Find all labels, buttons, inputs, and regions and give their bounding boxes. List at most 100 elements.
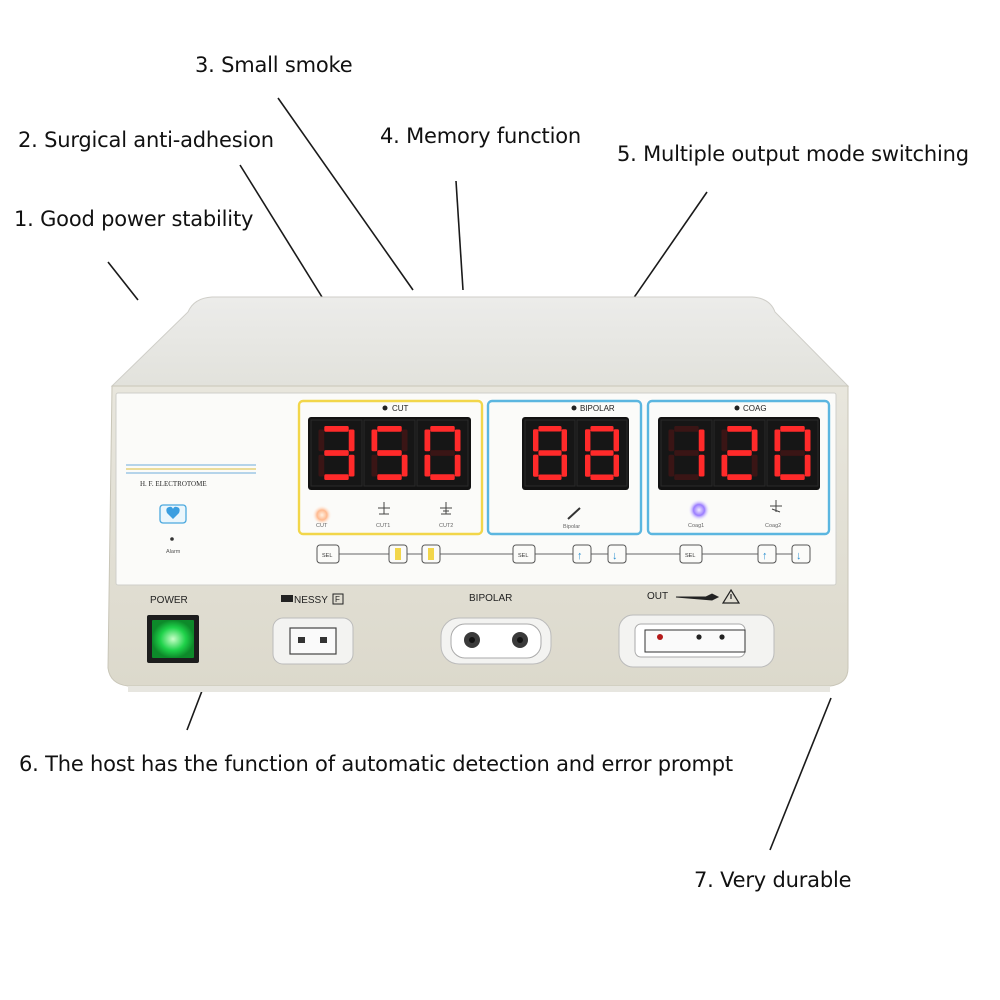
segment-d — [590, 474, 614, 480]
coag-title: COAG — [743, 404, 767, 413]
bipolar-up-button[interactable]: ↑ — [572, 544, 592, 564]
segment-f — [668, 429, 675, 452]
callout-line-5 — [632, 191, 708, 300]
nessy-port[interactable] — [272, 617, 354, 665]
brand-label: H. F. ELECTROTOME — [140, 480, 207, 488]
segment-e — [371, 454, 378, 477]
bipolar-mode-label: Bipolar — [563, 524, 580, 530]
segment-g — [674, 450, 699, 456]
digit — [766, 419, 819, 487]
cut-up-button[interactable] — [388, 544, 408, 564]
coag-up-button[interactable]: ↑ — [757, 544, 777, 564]
segment-f — [371, 429, 378, 452]
segment-e — [774, 454, 781, 477]
segment-g — [590, 450, 614, 456]
down-arrow-icon: ↓ — [612, 550, 618, 562]
coag2-mode-icon — [770, 500, 782, 513]
segment-f — [774, 429, 781, 452]
bipolar-title: BIPOLAR — [580, 404, 615, 413]
device-shadow — [128, 686, 830, 692]
coag-mode-led — [688, 499, 710, 521]
bipolar-select-label: SEL — [518, 553, 528, 559]
cut-mode-label: CUT — [316, 523, 328, 529]
coag-select-button[interactable]: SEL — [679, 544, 703, 564]
cut-title: CUT — [392, 404, 409, 413]
cut-mode-led — [312, 505, 332, 525]
segment-f — [424, 429, 431, 452]
segment-c — [613, 454, 619, 477]
segment-b — [454, 429, 461, 452]
segment-c — [698, 454, 705, 477]
callout-line-3 — [277, 97, 414, 291]
down-arrow-icon: ↓ — [796, 550, 802, 562]
callout-line-4 — [455, 180, 464, 291]
nessy-tag: F — [335, 595, 340, 604]
segment-b — [613, 429, 619, 452]
power-label: POWER — [150, 595, 188, 606]
bipolar-port[interactable] — [440, 617, 552, 665]
segment-f — [533, 429, 539, 452]
callout-durable: 7. Very durable — [694, 868, 852, 892]
heart-icon — [166, 506, 180, 519]
segment-c — [751, 454, 758, 477]
digit — [524, 419, 576, 487]
segment-d — [538, 474, 562, 480]
segment-b — [751, 429, 758, 452]
cut-down-button[interactable] — [421, 544, 441, 564]
digit — [713, 419, 766, 487]
callout-line-7 — [769, 697, 832, 851]
callout-output-mode-switching: 5. Multiple output mode switching — [617, 142, 969, 166]
segment-a — [674, 426, 699, 432]
segment-b — [804, 429, 811, 452]
segment-e — [721, 454, 728, 477]
coag2-mode-label: Coag2 — [765, 523, 781, 529]
digit — [363, 419, 416, 487]
segment-d — [780, 474, 805, 480]
segment-d — [377, 474, 402, 480]
cut-select-label: SEL — [322, 553, 332, 559]
segment-e — [424, 454, 431, 477]
segment-a — [324, 426, 349, 432]
segment-e — [668, 454, 675, 477]
segment-e — [318, 454, 325, 477]
segment-e — [585, 454, 591, 477]
callout-line-2 — [239, 164, 323, 298]
device-top — [110, 296, 850, 387]
callout-auto-detection: 6. The host has the function of automati… — [19, 752, 733, 776]
segment-a — [780, 426, 805, 432]
warning-icon — [721, 588, 741, 604]
segment-c — [348, 454, 355, 477]
coag-down-button[interactable]: ↓ — [791, 544, 811, 564]
brand-area: H. F. ELECTROTOME Alarm — [126, 464, 256, 555]
ports-row: POWER NESSY F BIPOLAR OUT — [147, 588, 775, 668]
coag-digits — [660, 419, 819, 487]
cut-digits — [310, 419, 469, 487]
cut-frame — [297, 399, 484, 536]
segment-a — [377, 426, 402, 432]
power-switch[interactable] — [147, 615, 199, 663]
segment-c — [561, 454, 567, 477]
cut1-mode-icon — [378, 502, 390, 515]
monopolar-out-port[interactable] — [618, 614, 775, 668]
segment-a — [430, 426, 455, 432]
alarm-label: Alarm — [166, 549, 181, 555]
segment-b — [348, 429, 355, 452]
coag-section: COAG Coag1 Coag2 — [646, 399, 831, 536]
callout-anti-adhesion: 2. Surgical anti-adhesion — [18, 128, 274, 152]
segment-f — [318, 429, 325, 452]
bipolar-digits — [524, 419, 628, 487]
control-panel — [115, 392, 837, 586]
bipolar-select-button[interactable]: SEL — [512, 544, 536, 564]
segment-b — [401, 429, 408, 452]
digit — [576, 419, 628, 487]
segment-e — [533, 454, 539, 477]
segment-d — [727, 474, 752, 480]
segment-d — [674, 474, 699, 480]
segment-f — [721, 429, 728, 452]
bipolar-port-label: BIPOLAR — [469, 593, 512, 604]
coag-select-label: SEL — [685, 553, 695, 559]
segment-g — [430, 450, 455, 456]
cut-select-button[interactable]: SEL — [316, 544, 340, 564]
bipolar-down-button[interactable]: ↓ — [607, 544, 627, 564]
